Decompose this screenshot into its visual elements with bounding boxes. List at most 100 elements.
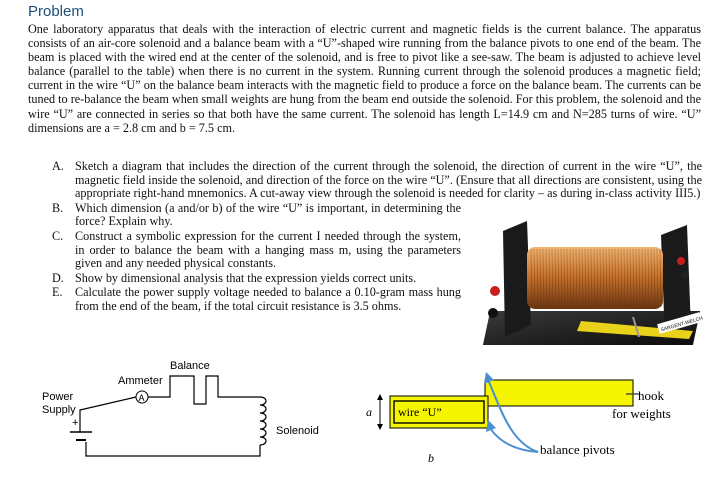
coil-winding — [548, 248, 551, 308]
coil-winding — [641, 248, 644, 308]
coil-winding — [596, 248, 599, 308]
dimension-a-arrowhead — [377, 424, 383, 430]
coil-winding — [542, 248, 545, 308]
coil-winding — [626, 248, 629, 308]
coil-winding — [602, 248, 605, 308]
coil-winding — [584, 248, 587, 308]
brand-label-plate — [657, 312, 703, 334]
coil-winding — [632, 248, 635, 308]
question-e: E. Calculate the power supply voltage ne… — [52, 285, 702, 313]
left-end-plate — [503, 221, 531, 337]
coil-winding — [611, 248, 614, 308]
coil-winding — [635, 248, 638, 308]
coil-winding — [575, 248, 578, 308]
coil-winding — [566, 248, 569, 308]
pivot-arrow-bottom — [489, 427, 539, 453]
terminal-black — [681, 271, 689, 279]
coil-winding — [593, 248, 596, 308]
wire-to-balance — [148, 375, 182, 398]
coil-winding — [551, 248, 554, 308]
coil-winding — [608, 248, 611, 308]
pivot-arrow-top — [487, 379, 539, 453]
problem-intro: One laboratory apparatus that deals with… — [28, 22, 701, 135]
question-letter: B. — [52, 200, 64, 215]
power-supply-label: Power — [42, 391, 74, 403]
dimension-a-label: a — [366, 405, 372, 419]
coil-winding — [638, 248, 641, 308]
circuit-schematic: Balance Ammeter Power Supply + Solenoid … — [42, 360, 319, 457]
coil-winding — [533, 248, 536, 308]
pivot-arrowhead-bottom — [486, 420, 496, 432]
balance-label: Balance — [170, 360, 210, 372]
problem-heading: Problem — [28, 3, 84, 20]
coil-winding — [647, 248, 650, 308]
pivot-arrowhead-top — [484, 372, 494, 384]
question-b: B. Which dimension (a and/or b) of the w… — [52, 200, 702, 229]
question-text: Calculate the power supply voltage neede… — [75, 285, 461, 313]
coil-winding — [614, 248, 617, 308]
beam-pivot-rod — [632, 316, 640, 338]
question-d: D. Show by dimensional analysis that the… — [52, 270, 702, 286]
hook-label: for weights — [612, 406, 671, 421]
coil-winding — [620, 248, 623, 308]
coil-winding — [656, 248, 659, 308]
pivot-label: balance pivots — [540, 442, 615, 457]
question-text: Construct a symbolic expression for the … — [75, 228, 461, 271]
coil-winding — [554, 248, 557, 308]
coil-winding — [617, 248, 620, 308]
question-text: Show by dimensional analysis that the ex… — [75, 270, 417, 285]
beam-body — [484, 379, 634, 407]
ammeter-label: Ammeter — [118, 375, 163, 387]
wire-u-label: wire “U” — [398, 405, 442, 419]
coil-winding — [590, 248, 593, 308]
circuit-wires — [79, 375, 267, 457]
plus-sign: + — [72, 417, 78, 429]
coil-winding — [536, 248, 539, 308]
question-c: C. Construct a symbolic expression for t… — [52, 228, 702, 271]
right-end-plate — [661, 225, 691, 341]
apparatus-photo: SARGENT-WELCH — [483, 213, 705, 358]
terminal-red — [677, 257, 685, 265]
dimension-b-label: b — [428, 451, 434, 465]
question-letter: E. — [52, 285, 63, 300]
question-text: Which dimension (a and/or b) of the wire… — [75, 200, 461, 229]
question-letter: C. — [52, 228, 64, 243]
question-a: A. Sketch a diagram that includes the di… — [52, 159, 702, 201]
solenoid-coil — [527, 247, 663, 309]
coil-winding — [644, 248, 647, 308]
coil-winding — [650, 248, 653, 308]
coil-winding — [599, 248, 602, 308]
wire-bottom — [85, 442, 261, 457]
question-letter: D. — [52, 270, 64, 285]
coil-winding — [629, 248, 632, 308]
coil-winding — [545, 248, 548, 308]
wire-u-inner — [393, 400, 485, 424]
coil-winding — [563, 248, 566, 308]
coil-winding — [569, 248, 572, 308]
coil-winding — [587, 248, 590, 308]
terminal-red — [490, 286, 500, 296]
coil-winding — [572, 248, 575, 308]
coil-winding — [530, 248, 533, 308]
coil-winding — [557, 248, 560, 308]
coil-winding — [623, 248, 626, 308]
coil-windings — [530, 248, 662, 308]
coil-winding — [581, 248, 584, 308]
coil-winding — [560, 248, 563, 308]
coil-winding — [578, 248, 581, 308]
question-letter: A. — [52, 159, 64, 173]
coil-winding — [539, 248, 542, 308]
question-text: Sketch a diagram that includes the direc… — [75, 159, 702, 201]
solenoid-label: Solenoid — [276, 425, 319, 437]
balance-u-wire — [182, 375, 260, 405]
yellow-beam — [577, 321, 693, 339]
coil-winding — [659, 248, 662, 308]
balance-beam-diagram: wire “U” a b hook for weights balance pi… — [366, 372, 671, 465]
coil-winding — [605, 248, 608, 308]
terminal-black — [488, 308, 498, 318]
hook-label: hook — [638, 388, 665, 403]
ammeter-letter: A — [139, 393, 145, 403]
solenoid-coil-symbol — [259, 396, 267, 446]
wire-top-left — [79, 396, 137, 432]
power-supply-label: Supply — [42, 404, 76, 416]
